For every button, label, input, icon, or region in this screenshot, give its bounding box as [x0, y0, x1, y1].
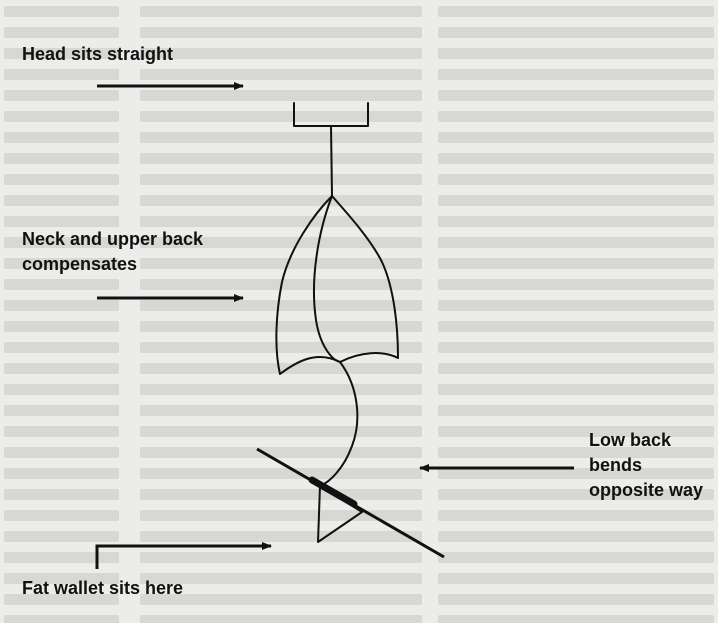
label-head-sits-straight: Head sits straight	[22, 42, 173, 67]
arrow-wallet	[97, 546, 271, 569]
rib-cage-shape	[276, 196, 398, 374]
wallet-bar	[312, 480, 354, 504]
head-shape	[294, 103, 368, 126]
spine-line	[314, 196, 357, 486]
label-neck-compensates: Neck and upper back compensates	[22, 227, 203, 277]
neck-line	[331, 126, 332, 196]
label-low-back-bends: Low back bends opposite way	[589, 428, 703, 503]
label-fat-wallet: Fat wallet sits here	[22, 576, 183, 601]
